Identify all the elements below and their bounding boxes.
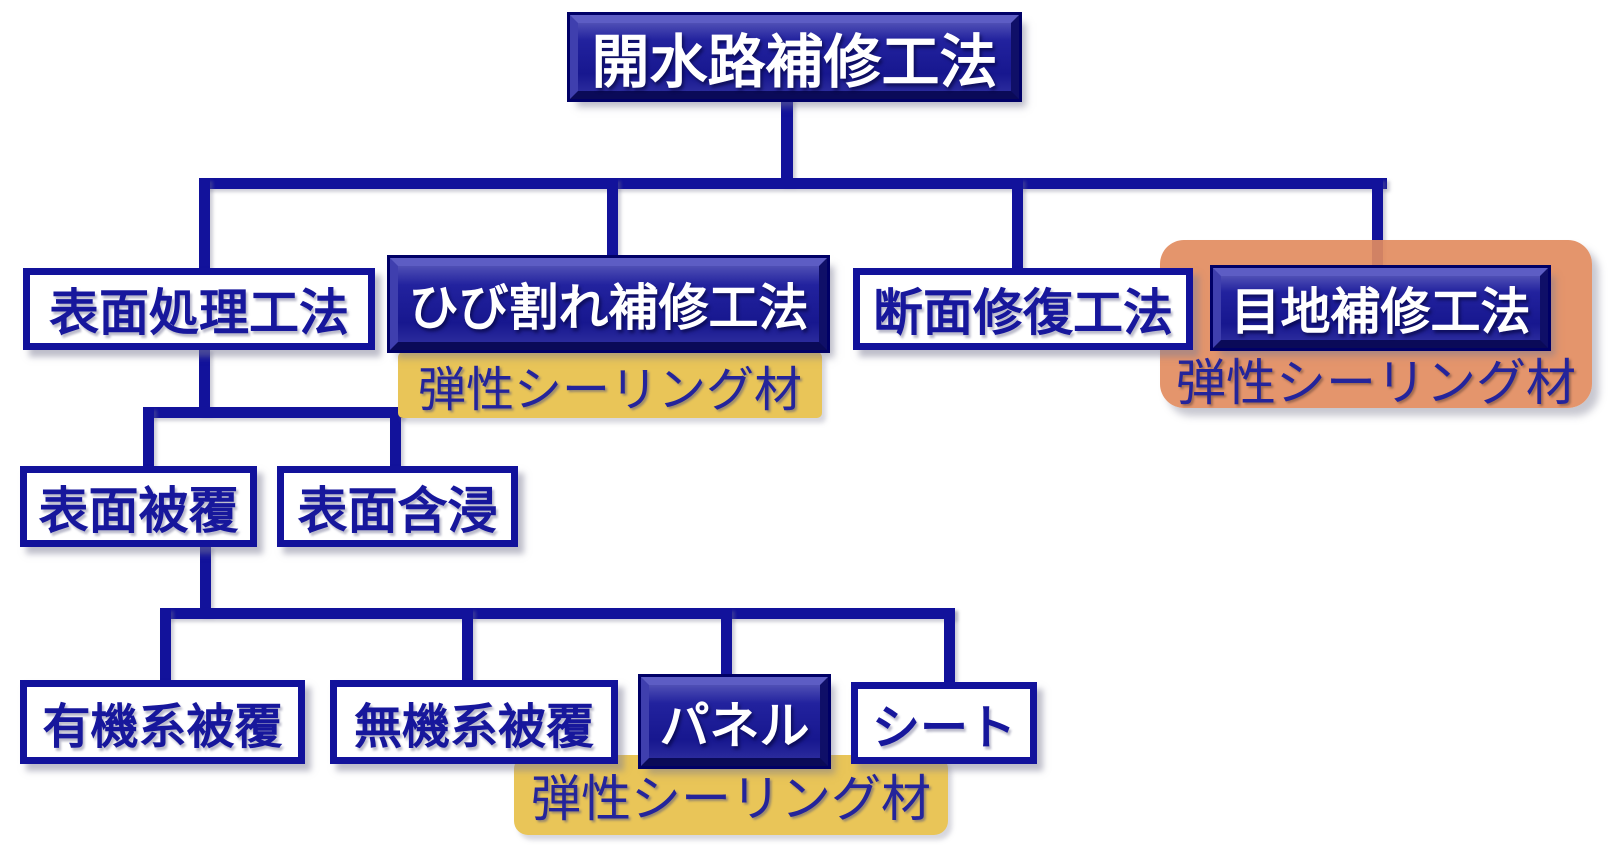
node-crack-repair: ひび割れ補修工法 — [387, 255, 830, 353]
node-surface-impregnation: 表面含浸 — [277, 466, 518, 547]
connector-drop-surface-coating — [143, 407, 154, 469]
connector-drop-crack-repair — [607, 178, 618, 262]
crack-repair-note: 弾性シーリング材 — [398, 352, 822, 418]
connector-drop-section-repair — [1012, 178, 1023, 270]
connector-level4-horizontal — [160, 608, 955, 619]
node-surface-coating: 表面被覆 — [20, 466, 257, 547]
node-surface-treatment: 表面処理工法 — [23, 268, 375, 350]
connector-drop-surface-impregnation — [390, 407, 401, 469]
node-surface-impregnation-label: 表面含浸 — [297, 482, 498, 539]
connector-drop-surface-treatment — [199, 178, 210, 270]
node-surface-treatment-label: 表面処理工法 — [49, 285, 349, 341]
node-root-label: 開水路補修工法 — [591, 30, 998, 95]
connector-drop-inorganic-coating — [462, 608, 473, 682]
node-panel-label: パネル — [659, 697, 810, 754]
connector-drop-panel — [721, 608, 732, 679]
node-surface-coating-label: 表面被覆 — [38, 482, 239, 539]
connector-root-stem — [781, 97, 793, 185]
node-joint-repair-label: 目地補修工法 — [1230, 284, 1531, 340]
node-section-repair: 断面修復工法 — [853, 268, 1193, 350]
node-section-repair-label: 断面修復工法 — [873, 285, 1173, 341]
panel-note: 弾性シーリング材 — [514, 755, 948, 835]
node-sheet: シート — [851, 682, 1037, 764]
node-panel: パネル — [638, 674, 831, 769]
connector-level3-horizontal — [143, 407, 403, 418]
crack-repair-note-label: 弾性シーリング材 — [417, 364, 802, 417]
node-organic-coating: 有機系被覆 — [20, 680, 305, 764]
joint-repair-note: 弾性シーリング材 — [1160, 352, 1592, 411]
node-crack-repair-label: ひび割れ補修工法 — [408, 280, 809, 336]
node-inorganic-coating-label: 無機系被覆 — [353, 701, 594, 754]
connector-surface-treatment-stem — [199, 348, 210, 414]
connector-drop-joint-repair — [1372, 178, 1383, 272]
node-inorganic-coating: 無機系被覆 — [330, 680, 618, 764]
connector-surface-coating-stem — [200, 545, 211, 615]
connector-drop-organic-coating — [160, 608, 171, 682]
joint-repair-note-label: 弾性シーリング材 — [1176, 355, 1576, 411]
connector-level2-horizontal — [199, 178, 1387, 189]
node-sheet-label: シート — [871, 702, 1016, 755]
node-organic-coating-label: 有機系被覆 — [42, 701, 283, 754]
node-joint-repair: 目地補修工法 — [1210, 265, 1551, 351]
panel-note-label: 弾性シーリング材 — [531, 771, 931, 827]
node-root: 開水路補修工法 — [567, 12, 1022, 102]
connector-drop-sheet — [944, 608, 955, 683]
